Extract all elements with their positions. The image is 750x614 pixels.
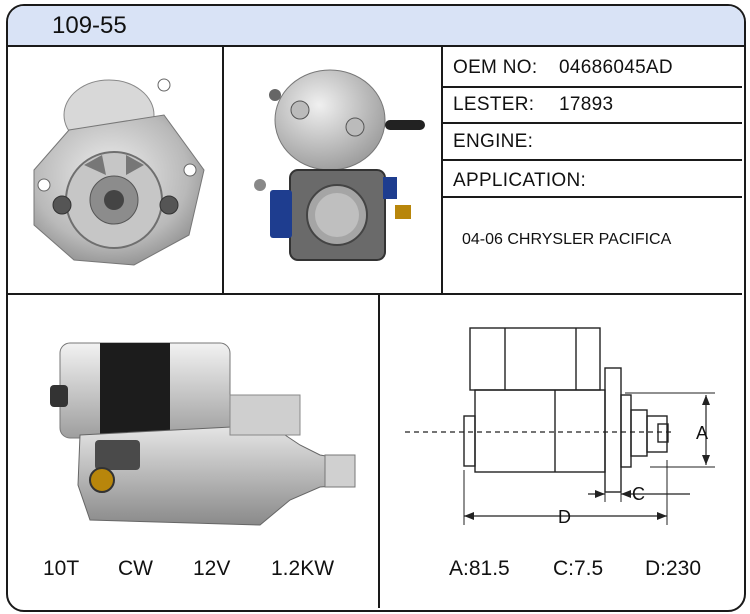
dim-a-value: A:81.5 [449, 557, 510, 580]
starter-rear-photo [254, 69, 425, 261]
starter-front-photo [33, 78, 205, 266]
divider [442, 196, 742, 198]
oem-label: OEM NO: [453, 57, 538, 78]
lester-label: LESTER: [453, 94, 535, 115]
part-number-title: 109-55 [52, 12, 127, 39]
divider [442, 86, 742, 88]
divider [441, 45, 443, 294]
application-label: APPLICATION: [453, 170, 587, 191]
spec-voltage: 12V [193, 557, 231, 580]
dimension-diagram: A C D [405, 327, 715, 527]
divider [222, 45, 224, 294]
engine-label: ENGINE: [453, 131, 534, 152]
starter-side-photo [50, 342, 356, 526]
spec-power: 1.2KW [271, 557, 335, 580]
dim-a-label: A [696, 423, 708, 443]
spec-rotation: CW [118, 557, 153, 580]
dim-c-label: C [632, 484, 645, 504]
divider [378, 294, 380, 608]
dim-c-value: C:7.5 [553, 557, 604, 580]
spec-teeth: 10T [43, 557, 80, 580]
divider [442, 159, 742, 161]
dim-d-label: D [558, 507, 571, 527]
lester-value: 17893 [559, 94, 614, 115]
application-value: 04-06 CHRYSLER PACIFICA [462, 231, 672, 248]
header-bar: 109-55 [8, 6, 744, 47]
dim-d-value: D:230 [645, 557, 702, 580]
oem-value: 04686045AD [559, 57, 673, 78]
divider [8, 293, 742, 295]
divider [442, 122, 742, 124]
